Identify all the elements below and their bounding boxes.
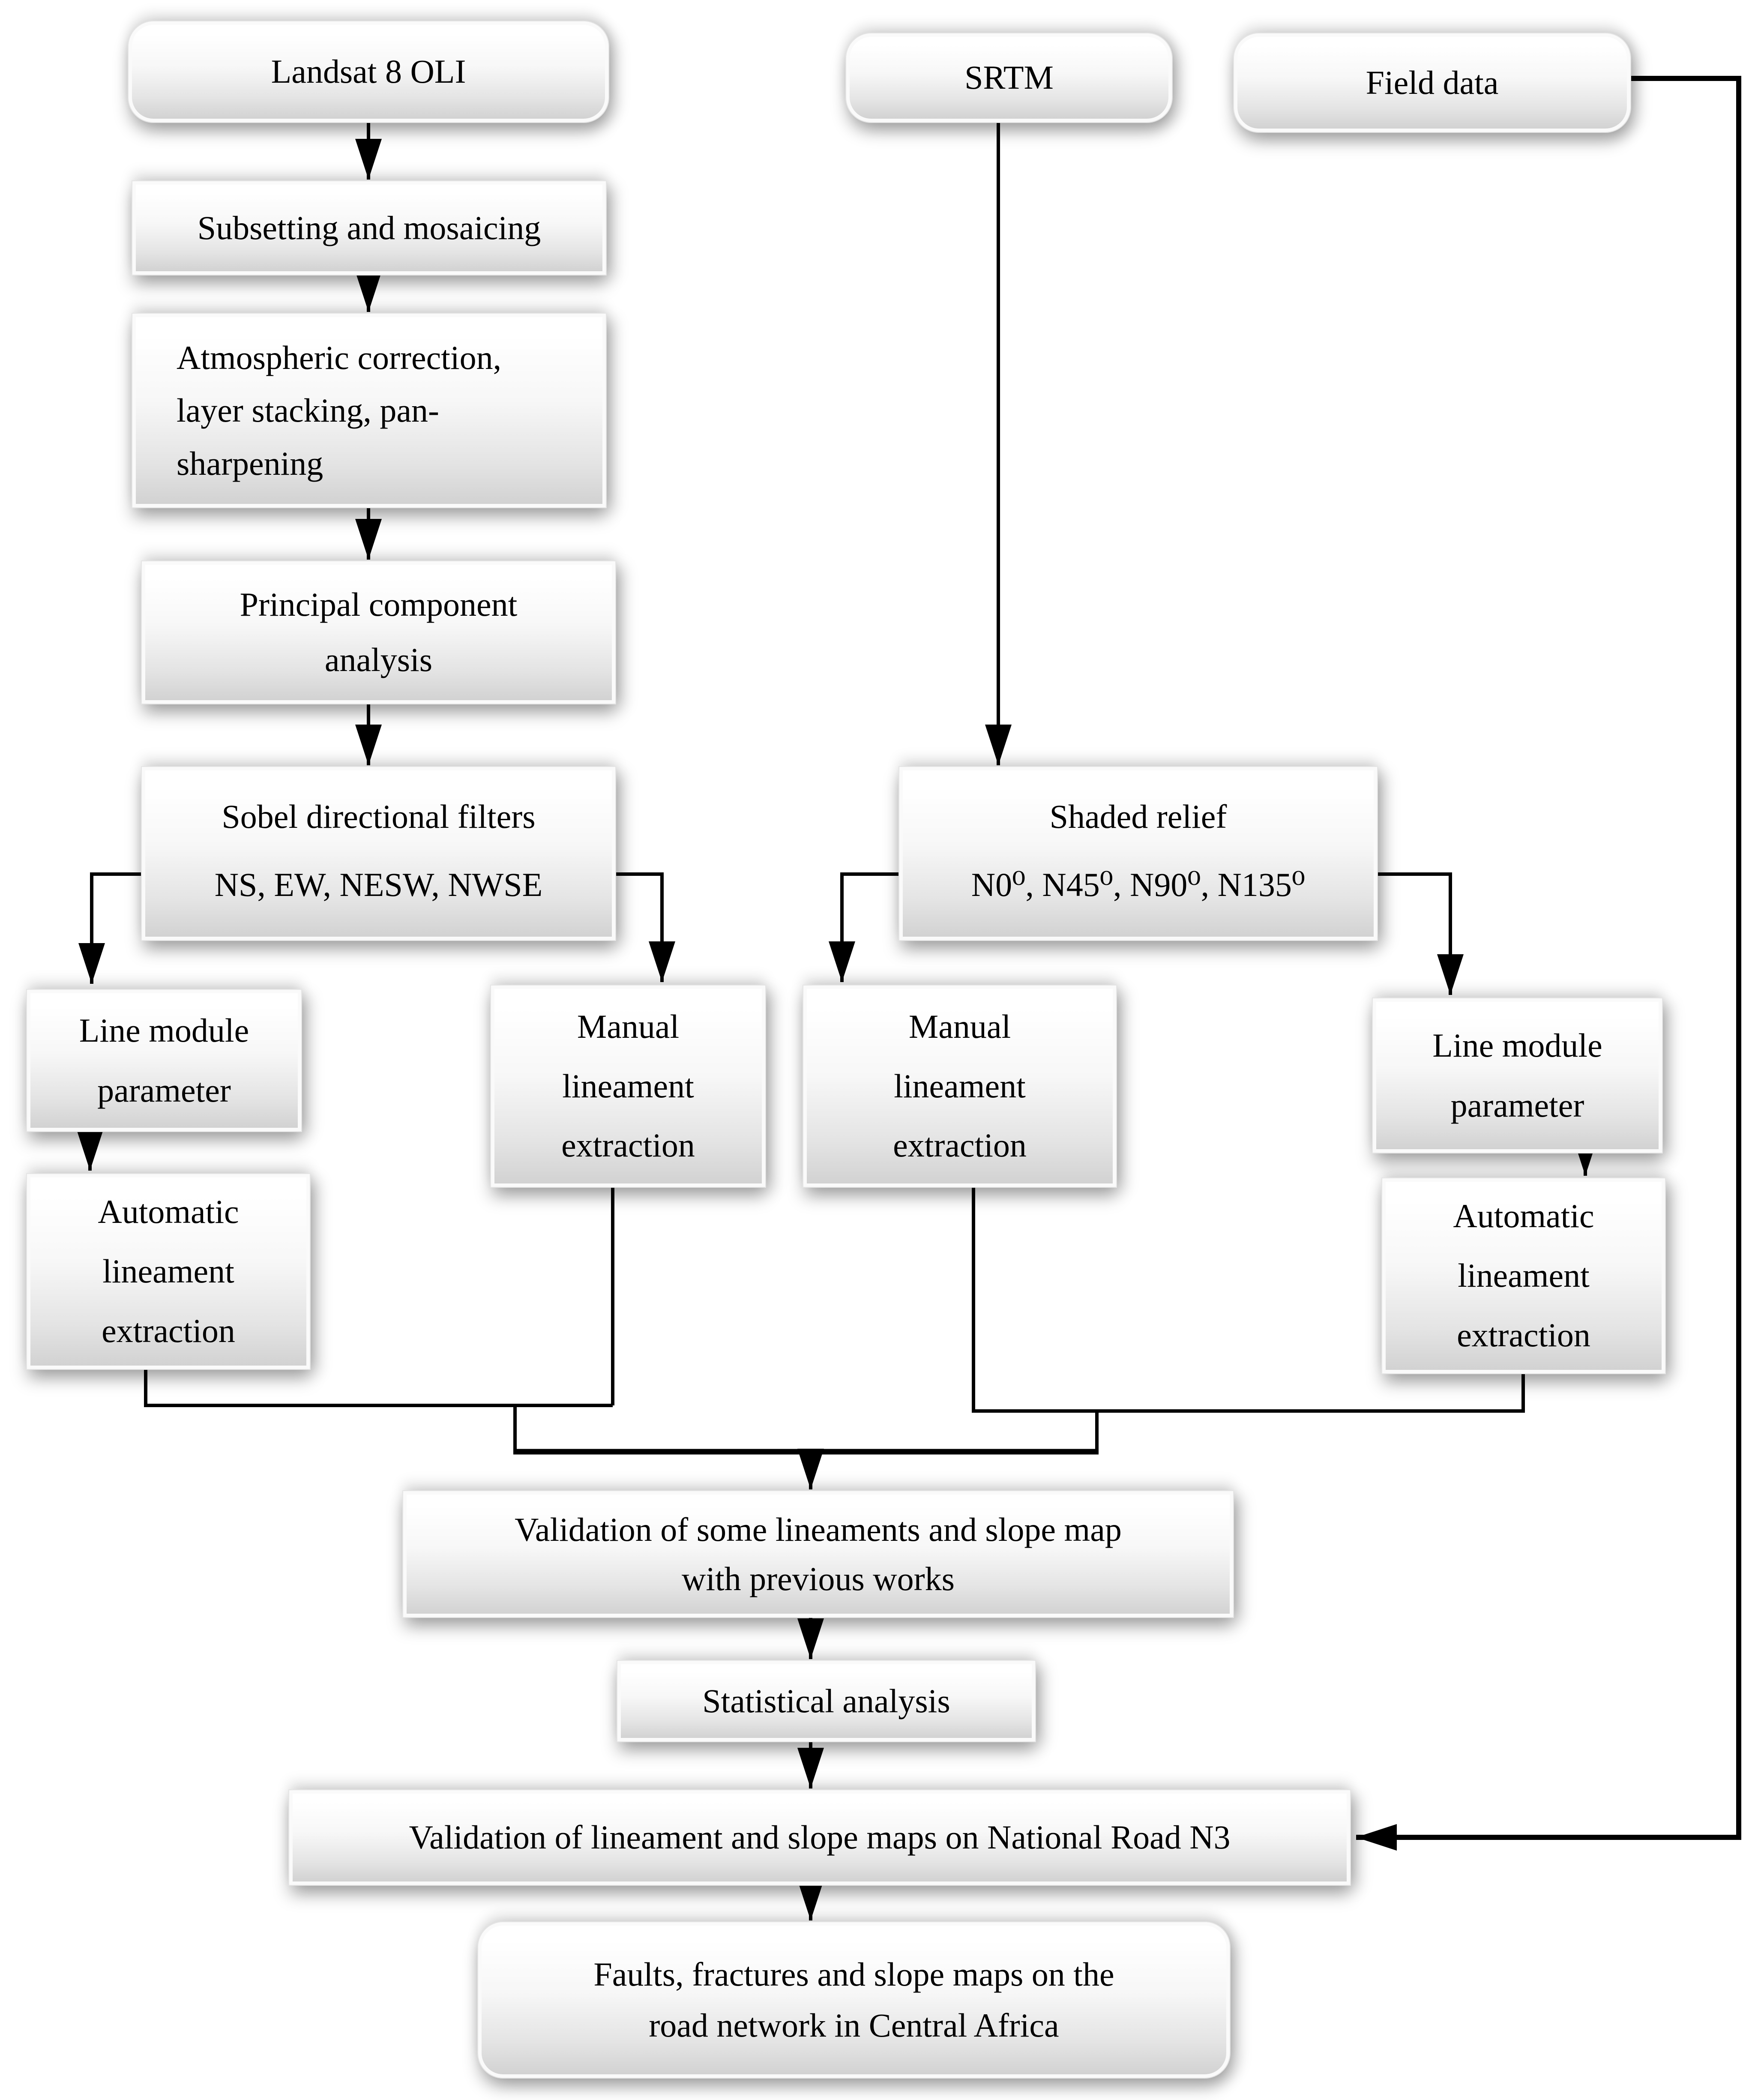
arrow-sobel-to-manual-left [615,872,675,982]
node-title: Shaded relief [1049,798,1227,835]
node-label: Automatic lineament extraction [98,1193,239,1349]
node-label: Landsat 8 OLI [271,53,466,90]
node-manual-lineament-extraction-right: Manual lineament extraction [803,986,1116,1187]
node-title: Sobel directional filters [222,798,536,835]
arrow-connectors [77,76,1741,1920]
arrow-field-data-to-n3 [1356,76,1741,1851]
node-field-data: Field data [1234,33,1630,132]
node-label: Manual lineament extraction [561,1007,695,1164]
node-shaded-relief: Shaded relief N0⁰, N45⁰, N90⁰, N135⁰ [899,767,1377,940]
node-label: Manual lineament extraction [893,1007,1027,1164]
node-label: Faults, fractures and slope maps on the … [593,1955,1114,2044]
arrow-shaded-to-manual-right [829,872,899,982]
node-label: Validation of lineament and slope maps o… [409,1818,1231,1856]
node-principal-component-analysis: Principal component analysis [142,561,615,704]
node-automatic-lineament-extraction-right: Automatic lineament extraction [1382,1178,1665,1373]
node-label: Principal component analysis [240,586,518,678]
node-atmospheric-correction: Atmospheric correction, layer stacking, … [132,314,606,507]
node-sobel-directional-filters: Sobel directional filters NS, EW, NESW, … [142,767,615,940]
node-subtitle: N0⁰, N45⁰, N90⁰, N135⁰ [971,866,1306,904]
node-manual-lineament-extraction-left: Manual lineament extraction [491,986,765,1187]
node-label: Line module parameter [79,1011,249,1109]
node-label: SRTM [964,59,1054,96]
node-validation-previous-works: Validation of some lineaments and slope … [403,1491,1233,1617]
node-label: Automatic lineament extraction [1453,1197,1594,1354]
node-line-module-parameter-right: Line module parameter [1373,998,1662,1153]
node-line-module-parameter-left: Line module parameter [27,990,301,1131]
node-srtm: SRTM [846,33,1172,122]
node-validation-national-road-n3: Validation of lineament and slope maps o… [289,1790,1350,1885]
node-landsat-8-oli: Landsat 8 OLI [129,21,608,122]
node-faults-fractures-slope-maps: Faults, fractures and slope maps on the … [478,1922,1230,2078]
node-subsetting-mosaicing: Subsetting and mosaicing [132,181,606,275]
node-label: Atmospheric correction, layer stacking, … [177,339,502,482]
node-label: Validation of some lineaments and slope … [515,1510,1122,1597]
node-label: Line module parameter [1432,1026,1602,1124]
node-label: Subsetting and mosaicing [197,209,541,246]
node-automatic-lineament-extraction-left: Automatic lineament extraction [27,1174,310,1369]
node-label: Field data [1366,63,1499,101]
arrow-sobel-to-line-module-left [78,872,142,984]
node-statistical-analysis: Statistical analysis [617,1661,1035,1741]
node-label: Statistical analysis [702,1682,950,1720]
node-subtitle: NS, EW, NESW, NWSE [214,866,543,904]
elbow-manual-right [972,1187,1097,1413]
elbow-automatic-left [144,1369,613,1407]
elbow-automatic-right [1097,1373,1525,1413]
arrow-shaded-to-line-module-right [1377,872,1464,995]
